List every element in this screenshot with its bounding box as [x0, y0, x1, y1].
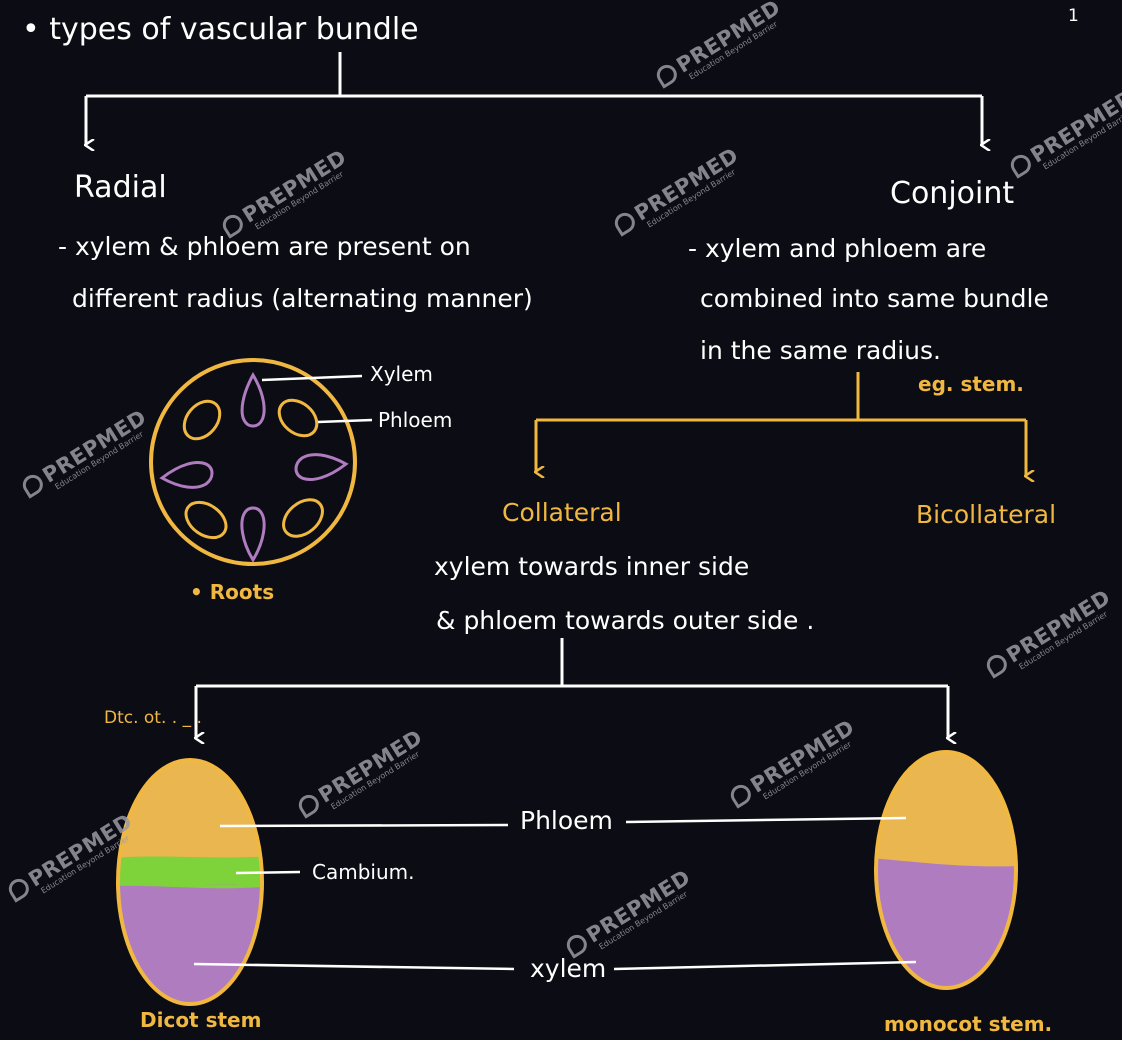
conjoint-branch-lines: [536, 372, 1026, 476]
dicot-phloem-region: [118, 760, 262, 862]
top-branch-lines: [86, 52, 982, 145]
xylem-left: [159, 461, 214, 489]
radial-description-line2: different radius (alternating manner): [72, 284, 533, 313]
collateral-description-line2: & phloem towards outer side .: [436, 606, 815, 635]
phloem-bottom-right: [282, 498, 324, 538]
dicot-stem-label: Dicot stem: [140, 1008, 262, 1032]
conjoint-description-line2: combined into same bundle: [700, 284, 1049, 313]
phloem-bottom-left: [184, 500, 228, 540]
radial-label-xylem: Xylem: [370, 362, 433, 386]
stem-label-xylem: xylem: [530, 954, 607, 983]
radial-bundle-diagram: [149, 358, 373, 566]
conjoint-title: Conjoint: [890, 176, 1015, 211]
radial-example-roots: • Roots: [190, 580, 275, 604]
page-heading: • types of vascular bundle: [22, 12, 419, 47]
xylem-right: [294, 453, 349, 481]
conjoint-example-stem: eg. stem.: [918, 372, 1024, 396]
stem-label-phloem: Phloem: [520, 806, 613, 835]
page-number: 1: [1068, 6, 1079, 26]
dicot-xylem-region: [118, 884, 262, 1004]
monocot-stem-label: monocot stem.: [884, 1012, 1053, 1036]
bicollateral-title: Bicollateral: [916, 500, 1057, 529]
xylem-bottom: [240, 506, 266, 563]
collateral-description-line1: xylem towards inner side: [434, 552, 750, 581]
collateral-title: Collateral: [502, 498, 622, 527]
dicot-note: Dtc. ot. . _ .: [104, 708, 202, 728]
conjoint-description-line3: in the same radius.: [700, 336, 941, 365]
phloem-top-left: [182, 399, 222, 441]
conjoint-description-line1: - xylem and phloem are: [688, 234, 987, 263]
xylem-top: [240, 371, 266, 428]
monocot-xylem-region: [876, 858, 1016, 988]
dicot-stem-diagram: [116, 758, 264, 1006]
stem-label-pointers: [193, 816, 917, 971]
monocot-phloem-region: [876, 752, 1016, 870]
dicot-cambium-band: [118, 856, 262, 887]
radial-label-phloem: Phloem: [378, 408, 453, 432]
stem-label-cambium: Cambium.: [312, 860, 415, 884]
radial-description-line1: - xylem & phloem are present on: [58, 232, 471, 261]
radial-title: Radial: [74, 170, 167, 205]
collateral-branch-lines: [196, 638, 948, 738]
phloem-top-right: [277, 398, 319, 438]
radial-outer-circle: [149, 358, 357, 566]
